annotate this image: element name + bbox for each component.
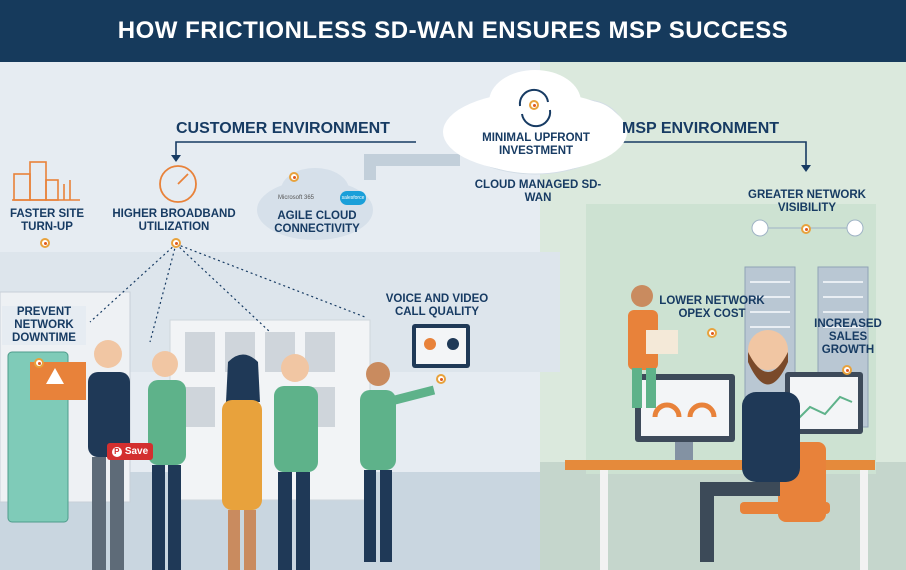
prevent-downtime-pin xyxy=(34,358,44,368)
msp-environment-heading: MSP ENVIRONMENT xyxy=(622,120,780,137)
voice-video-label: VOICE AND VIDEO CALL QUALITY xyxy=(385,293,489,318)
lower-opex-label: LOWER NETWORK OPEX COST xyxy=(659,295,765,320)
microsoft-logo: Microsoft 365 xyxy=(278,195,315,201)
minimal-upfront-pin xyxy=(529,100,539,110)
save-label: Save xyxy=(124,446,149,457)
cloud-managed-label: CLOUD MANAGED SD-WAN xyxy=(474,179,602,204)
voice-video-pin xyxy=(436,374,446,384)
customer-environment-heading: CUSTOMER ENVIRONMENT xyxy=(176,120,390,137)
infographic-scene: CUSTOMER ENVIRONMENT MSP ENVIRONMENT FAS… xyxy=(0,62,906,570)
faster-site-turnup-label: FASTER SITE TURN-UP xyxy=(9,208,85,233)
salesforce-logo: salesforce xyxy=(340,191,366,205)
speedometer-icon xyxy=(159,165,197,203)
increased-sales-pin xyxy=(842,365,852,375)
agile-cloud-pin xyxy=(289,172,299,182)
greater-visibility-label: GREATER NETWORK VISIBILITY xyxy=(748,189,866,214)
faster-site-turnup-pin xyxy=(40,238,50,248)
building-icon xyxy=(12,161,80,201)
pinterest-save-button[interactable]: P Save xyxy=(107,443,153,460)
higher-broadband-label: HIGHER BROADBAND UTILIZATION xyxy=(112,208,236,233)
prevent-downtime-label: PREVENT NETWORK DOWNTIME xyxy=(2,306,86,345)
agile-cloud-label: AGILE CLOUD CONNECTIVITY xyxy=(274,210,360,235)
greater-visibility-pin xyxy=(801,224,811,234)
increased-sales-label: INCREASED SALES GROWTH xyxy=(814,318,882,356)
lower-opex-pin xyxy=(707,328,717,338)
minimal-upfront-label: MINIMAL UPFRONT INVESTMENT xyxy=(482,132,590,157)
sync-icon xyxy=(518,88,552,128)
page-title: HOW FRICTIONLESS SD-WAN ENSURES MSP SUCC… xyxy=(0,0,906,62)
higher-broadband-pin xyxy=(171,238,181,248)
pinterest-icon: P xyxy=(111,446,122,457)
